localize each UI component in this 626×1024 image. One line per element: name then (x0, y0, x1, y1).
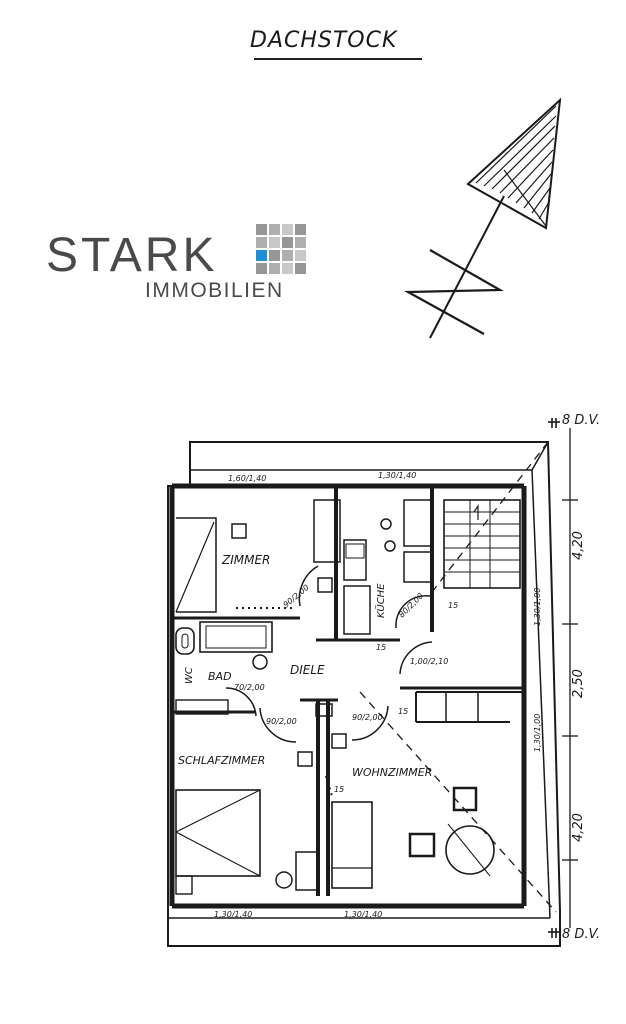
page-title: DACHSTOCK (250, 28, 398, 53)
logo-square (295, 224, 306, 235)
room-label-schlafzimmer: SCHLAFZIMMER (178, 754, 265, 767)
logo-subtitle: IMMOBILIEN (145, 279, 284, 302)
logo-grid-icon (256, 224, 306, 274)
title-underline (254, 58, 422, 60)
dim-door-diele: 1,00/2,10 (410, 657, 448, 666)
logo-square (295, 250, 306, 261)
room-label-diele: DIELE (290, 663, 325, 677)
north-arrow-icon (403, 97, 562, 339)
logo-square (295, 263, 306, 274)
logo-square (282, 263, 293, 274)
logo-square (282, 250, 293, 261)
room-label-zimmer: ZIMMER (221, 553, 270, 567)
dim-height-top: 4,20 (571, 531, 586, 560)
logo-square (269, 250, 280, 261)
dim-door-schlaf: 90/2,00 (266, 717, 297, 726)
logo-square (295, 237, 306, 248)
dim-door-kueche: 80/2,00 (397, 591, 425, 619)
logo-square (282, 224, 293, 235)
dim-door-zimmer: 90/2,00 (282, 583, 311, 610)
logo-square (269, 263, 280, 274)
room-label-bad: BAD (208, 670, 232, 683)
room-label-wc: WC (184, 667, 195, 684)
dim-window-side-top: 1,30/1,00 (533, 588, 542, 626)
logo-accent-square (256, 250, 267, 261)
dim-step-a: 15 (448, 601, 458, 610)
logo-wordmark: STARK (46, 229, 218, 282)
dim-window-side-bottom: 1,30/1,00 (533, 714, 542, 752)
dim-window-top-left: 1,60/1,40 (228, 474, 266, 483)
dim-door-wohn: 90/2,00 (352, 713, 383, 722)
logo-square (256, 237, 267, 248)
logo-square (256, 263, 267, 274)
dim-dv-bottom: 8 D.V. (562, 927, 600, 942)
dim-height-mid: 2,50 (571, 669, 586, 698)
logo-square (269, 237, 280, 248)
logo-square (256, 224, 267, 235)
room-label-wohnzimmer: WOHNZIMMER (352, 766, 432, 779)
dim-window-bottom-left: 1,30/1,40 (214, 910, 252, 919)
logo-square (269, 224, 280, 235)
dim-height-bottom: 4,20 (571, 813, 586, 842)
dim-door-bad: 70/2,00 (234, 683, 265, 692)
dim-step-b: 15 (376, 643, 386, 652)
dim-step-d: 15 (334, 785, 344, 794)
room-label-kueche: KÜCHE (374, 583, 387, 618)
dim-dv-top: 8 D.V. (562, 413, 600, 428)
dim-step-c: 15 (398, 707, 408, 716)
dim-window-top-right: 1,30/1,40 (378, 471, 416, 480)
dim-window-bottom-right: 1,30/1,40 (344, 910, 382, 919)
logo-square (282, 237, 293, 248)
